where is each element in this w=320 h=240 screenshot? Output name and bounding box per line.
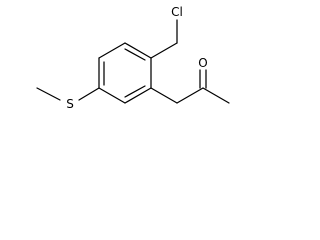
bond-s-to-methyl: [36, 87, 61, 101]
benzene-ring: [98, 42, 152, 104]
double-bond-inner-top: [124, 48, 146, 61]
bond-ring-to-ch2: [150, 42, 178, 59]
bond-ring-5-6: [124, 87, 152, 104]
methylthio-group: [36, 87, 100, 101]
bond-carbonyl-to-methyl: [202, 87, 230, 104]
bond-ring-2-3: [98, 42, 126, 59]
chlorine-atom-label: Cl: [171, 5, 183, 19]
propanone-group: [150, 69, 230, 104]
bond-ring-to-ch2: [150, 87, 178, 104]
bond-ring-4-5: [98, 87, 126, 104]
bond-ring-to-s: [78, 87, 100, 101]
double-bond-inner-bottom: [124, 85, 146, 98]
oxygen-atom-label: O: [198, 56, 207, 70]
chloromethyl-group: [150, 19, 178, 59]
sulfur-atom-label: S: [66, 97, 74, 111]
bond-ring-1-2: [124, 42, 152, 59]
chemical-structure: Cl O S: [36, 5, 230, 111]
bond-ch2-to-carbonyl: [176, 87, 204, 104]
